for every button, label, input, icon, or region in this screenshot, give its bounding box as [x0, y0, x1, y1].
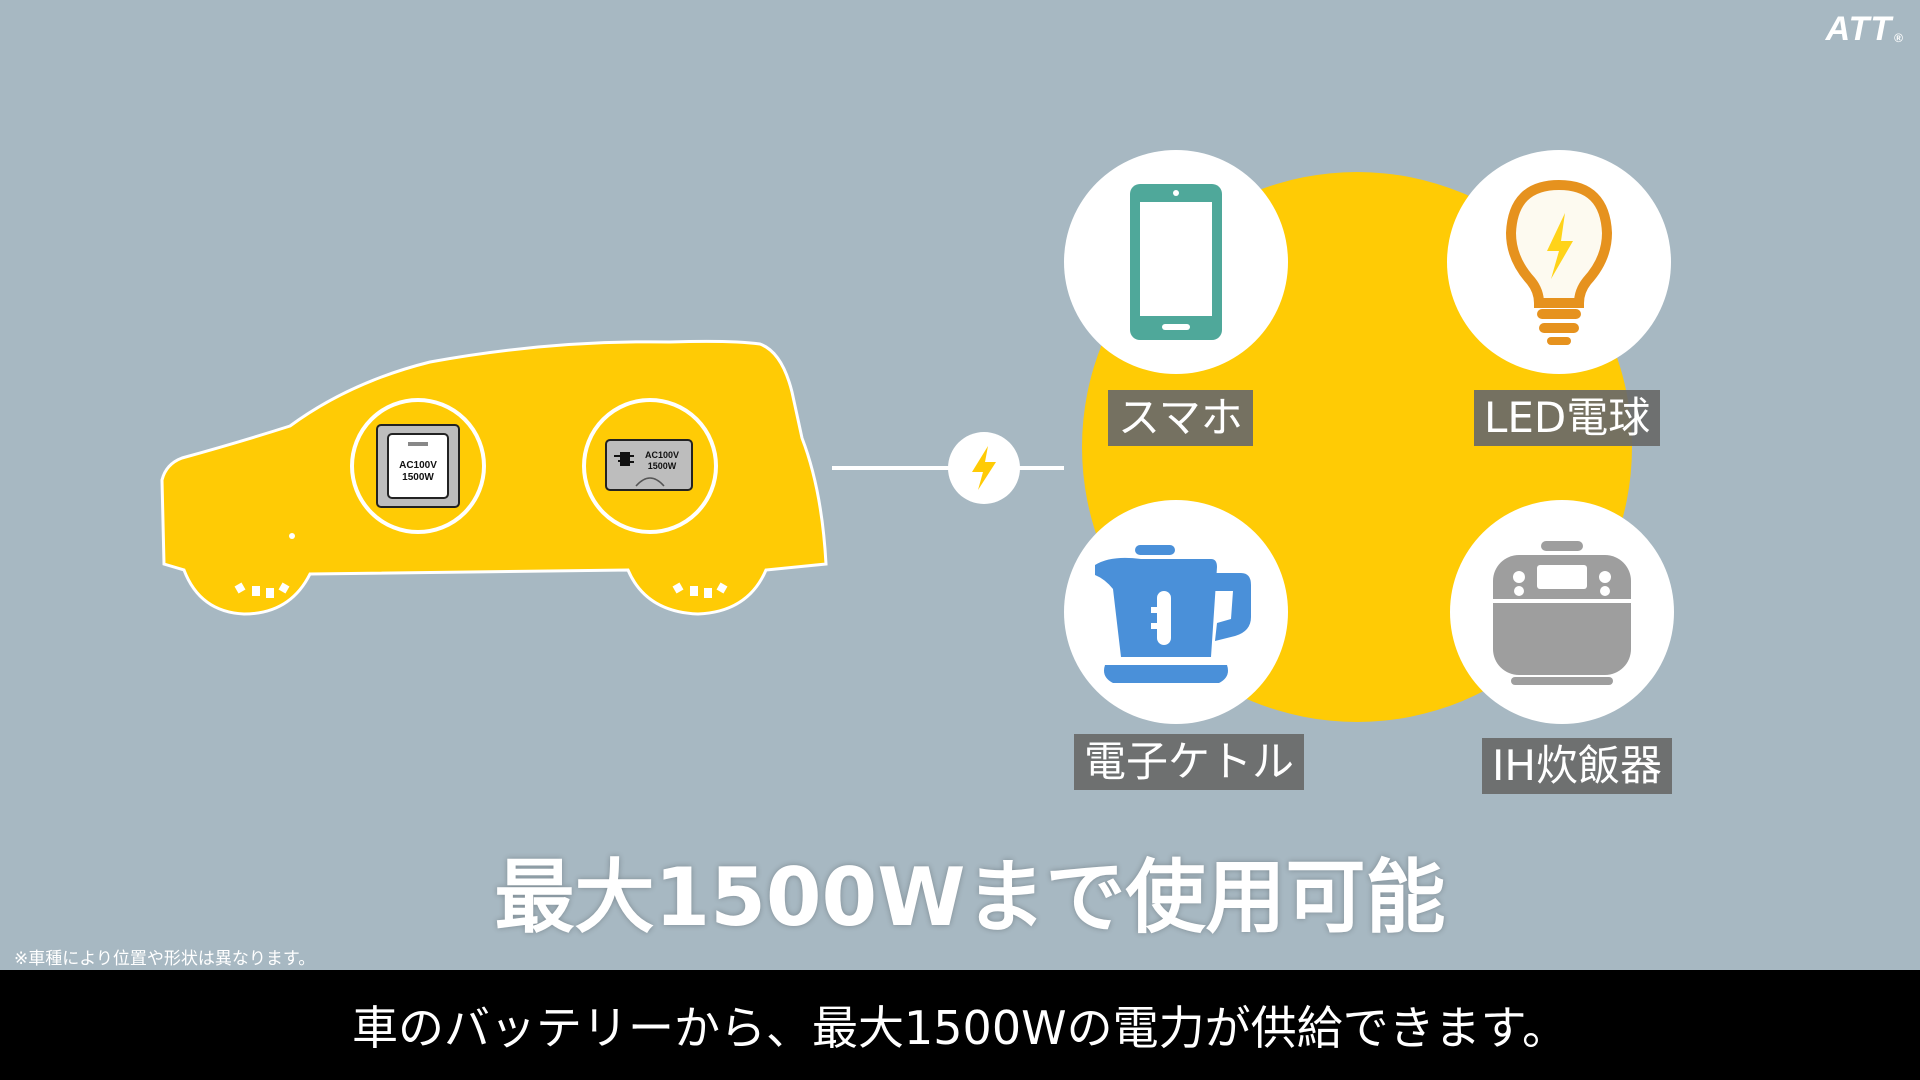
rear-wheel-detail: [672, 582, 728, 598]
car-illustration: AC100V 1500W AC100V 1500W: [160, 339, 828, 616]
lightning-bolt-icon: [972, 446, 996, 490]
disclaimer-note: ※車種により位置や形状は異なります。: [14, 949, 316, 969]
device-smartphone-circle: [1064, 150, 1288, 374]
device-kettle-circle: [1064, 500, 1288, 724]
smartphone-icon: [1130, 184, 1222, 340]
outlet-rear-text-line1: AC100V: [645, 450, 679, 460]
electric-kettle-icon: [1095, 545, 1251, 683]
power-bolt-badge: [948, 432, 1020, 504]
outlet-rear-text-line2: 1500W: [648, 461, 677, 471]
subtitle-bar: 車のバッテリーから、最大1500Wの電力が供給できます。: [0, 970, 1920, 1080]
subtitle-text: 車のバッテリーから、最大1500Wの電力が供給できます。: [352, 1001, 1568, 1055]
outlet-front-text-line1: AC100V: [399, 460, 437, 471]
front-wheel-detail: [234, 582, 290, 598]
ac-outlet-front: AC100V 1500W: [350, 398, 486, 534]
device-rice-cooker-circle: [1450, 500, 1674, 724]
rice-cooker-icon: [1493, 541, 1631, 685]
car-body: [160, 339, 828, 616]
headline-caption: 最大1500Wまで使用可能: [494, 851, 1446, 944]
device-label-smartphone: スマホ: [1108, 390, 1253, 446]
logo-text: ATT: [1825, 10, 1893, 48]
logo-registered-mark: ®: [1894, 31, 1904, 45]
outlet-front-text-line2: 1500W: [402, 472, 434, 483]
att-logo: ATT®: [1826, 10, 1904, 49]
ac-outlet-rear: AC100V 1500W: [582, 398, 718, 534]
led-bulb-icon: [1505, 179, 1613, 345]
device-label-rice-cooker: IH炊飯器: [1482, 738, 1672, 794]
device-led-bulb-circle: [1447, 150, 1671, 374]
device-label-led-bulb: LED電球: [1474, 390, 1661, 446]
device-label-kettle: 電子ケトル: [1074, 734, 1305, 790]
